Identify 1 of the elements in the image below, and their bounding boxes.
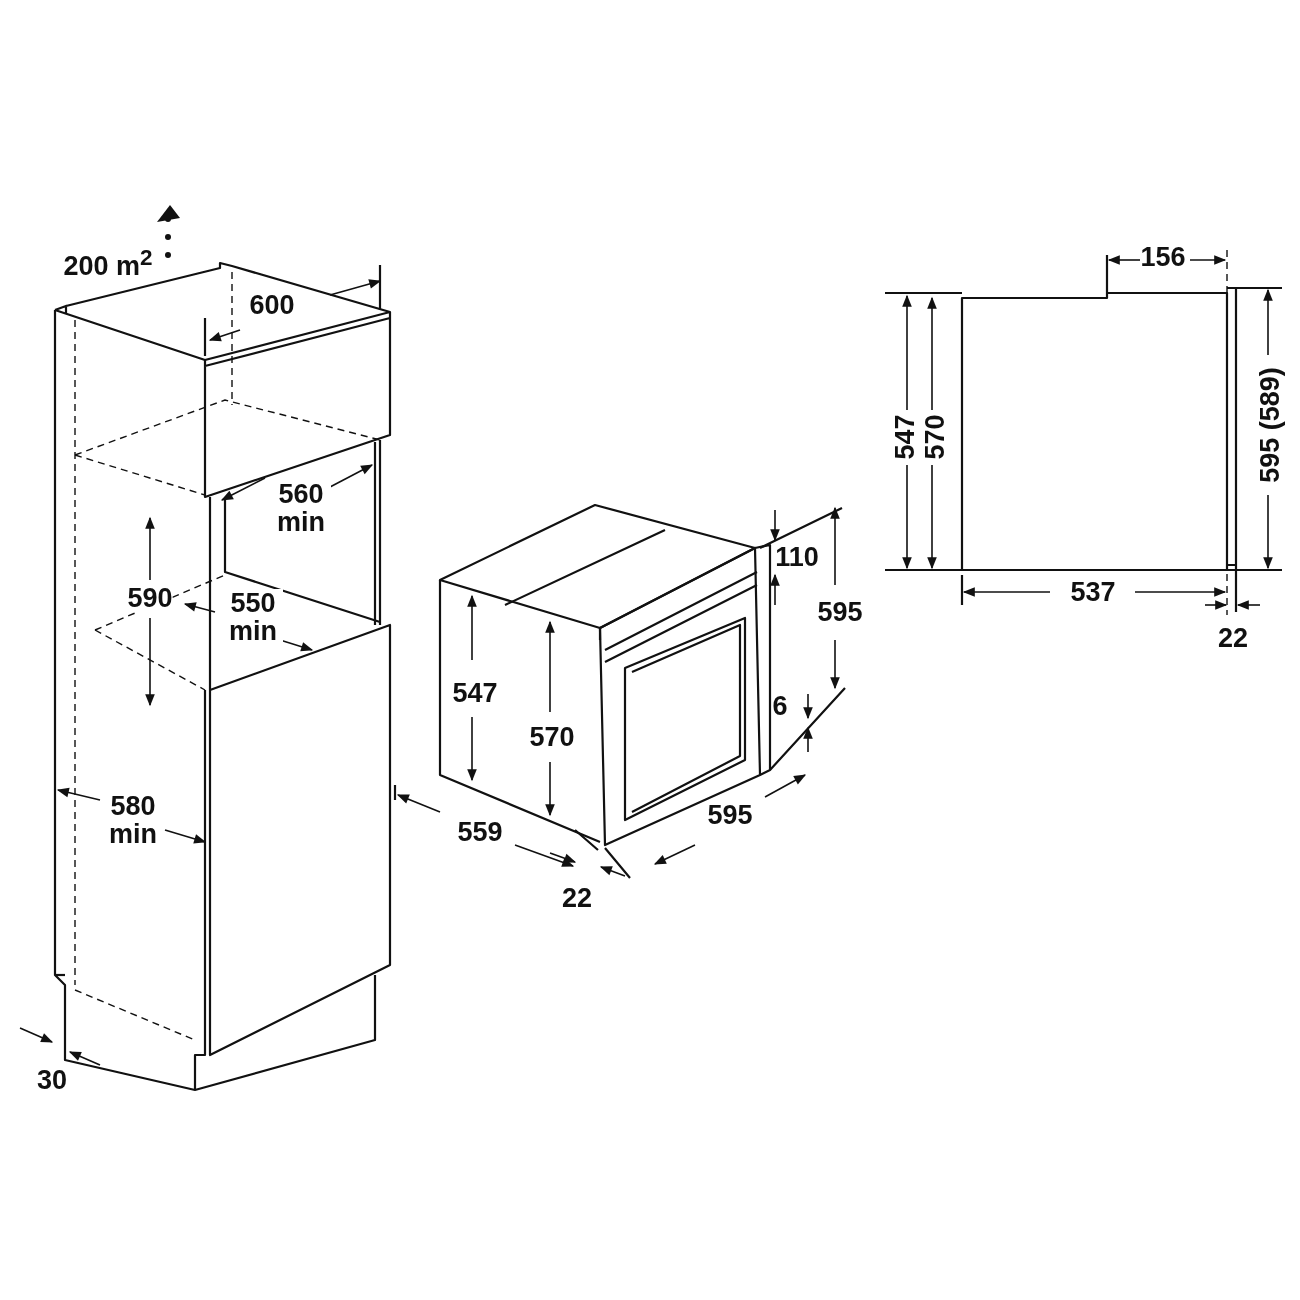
dimension-label: 595 (589) bbox=[1256, 367, 1284, 483]
